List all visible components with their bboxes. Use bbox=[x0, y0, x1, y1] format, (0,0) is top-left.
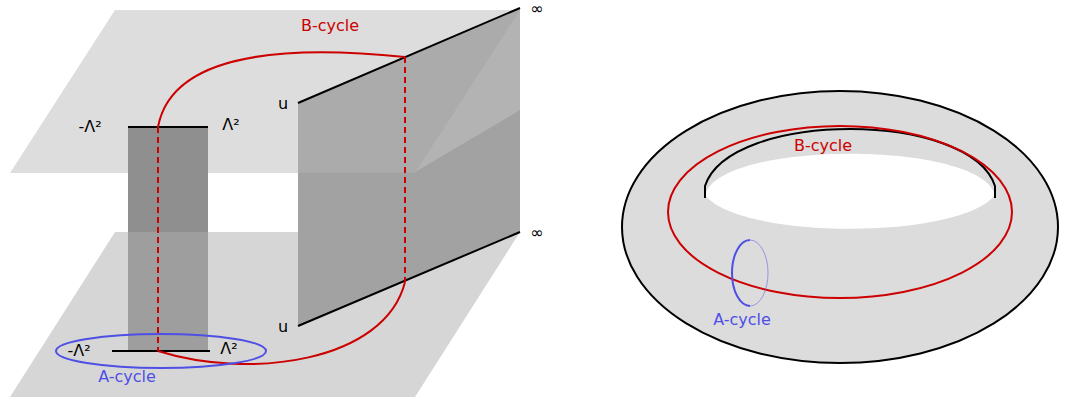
branch-cut bbox=[298, 8, 520, 103]
a-cycle-front bbox=[732, 240, 750, 306]
b-cycle-curve bbox=[158, 52, 405, 127]
branch-point-label: -Λ² bbox=[78, 119, 101, 135]
cycle-label: B-cycle bbox=[794, 138, 852, 154]
branch-cut bbox=[128, 126, 208, 128]
b-cycle-dashed bbox=[404, 57, 406, 282]
branch-point-label: -Λ² bbox=[67, 343, 90, 359]
branch-point-label: u bbox=[278, 319, 288, 335]
a-cycle-back bbox=[750, 240, 768, 306]
cut-wall bbox=[128, 127, 208, 232]
b-cycle-dashed bbox=[157, 127, 159, 351]
branch-point-label: Λ² bbox=[220, 341, 237, 357]
branch-point-label: Λ² bbox=[222, 117, 239, 133]
cycle-label: B-cycle bbox=[301, 18, 359, 34]
branch-point-label: ∞ bbox=[530, 225, 543, 241]
b-cycle-ellipse bbox=[668, 126, 1012, 298]
branch-point-label: ∞ bbox=[530, 1, 543, 17]
branch-cut bbox=[298, 232, 520, 326]
torus-outline bbox=[622, 91, 1058, 363]
torus-hole bbox=[705, 154, 995, 229]
a-cycle-ellipse bbox=[56, 334, 266, 368]
cut-wall bbox=[298, 8, 520, 326]
cycle-label: A-cycle bbox=[713, 312, 771, 328]
b-cycle-curve bbox=[158, 282, 405, 364]
cycle-label: A-cycle bbox=[98, 369, 156, 385]
branch-point-label: u bbox=[278, 96, 288, 112]
